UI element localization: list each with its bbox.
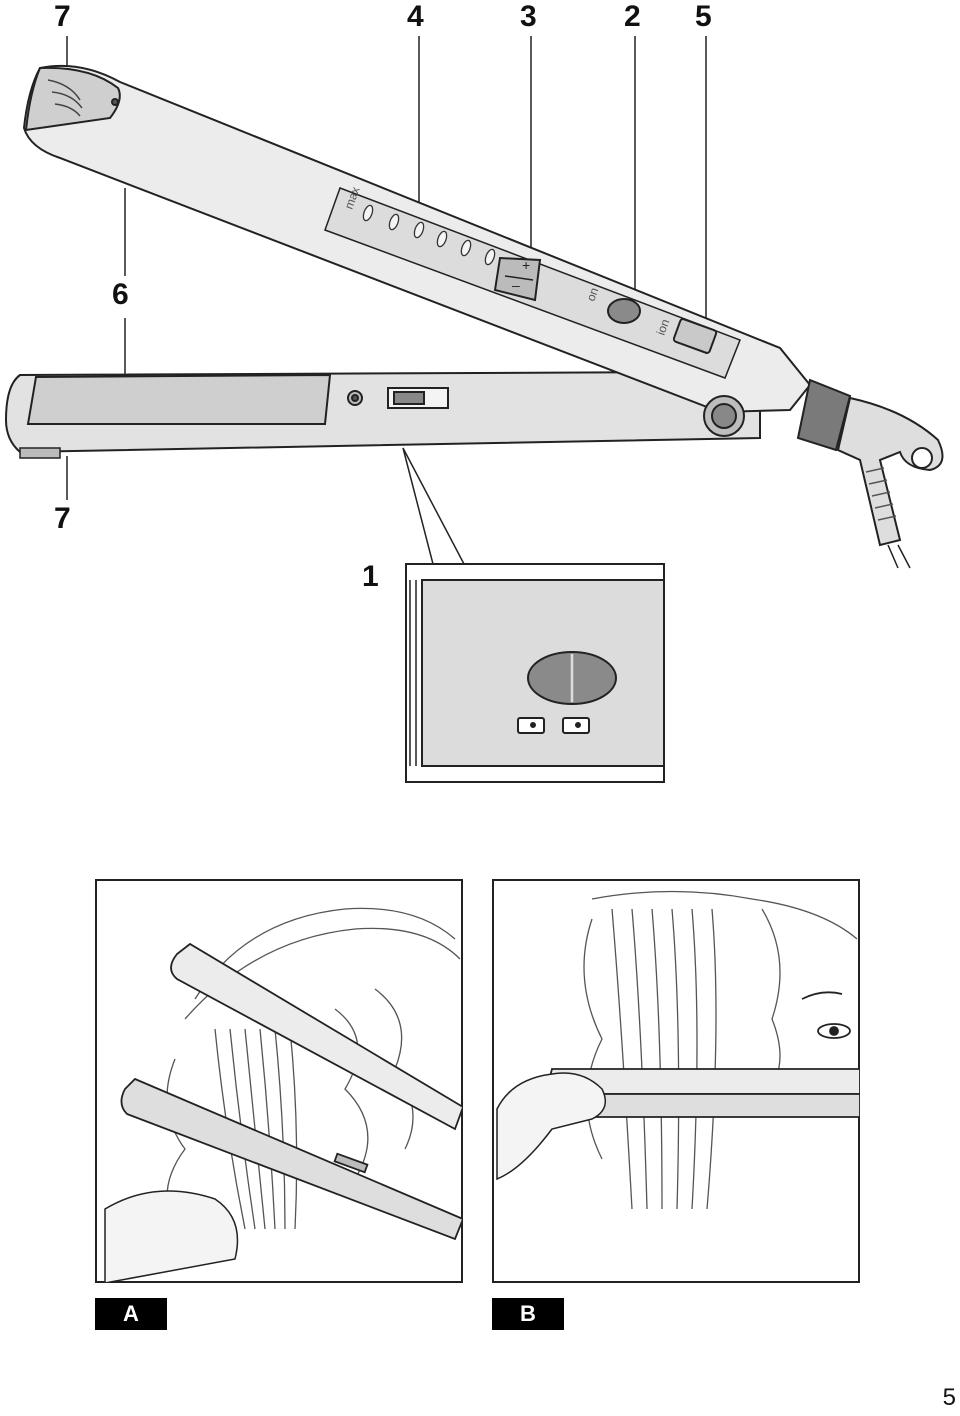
hand-a <box>104 1190 239 1283</box>
on-label: on <box>584 286 602 303</box>
callout-6: 6 <box>112 278 129 311</box>
straightener-a <box>120 942 463 1241</box>
callout-5: 5 <box>695 0 712 33</box>
hair-straightener-diagram: max on ion + – <box>4 36 944 783</box>
callout-7-top: 7 <box>54 0 71 33</box>
panel-label-a: A <box>95 1298 167 1330</box>
plus-label: + <box>522 257 530 273</box>
on-switch <box>607 298 641 324</box>
locked-icon <box>517 717 545 734</box>
panel-a-illustration <box>95 879 463 1283</box>
temperature-rocker <box>493 256 542 302</box>
callout-1: 1 <box>362 560 379 593</box>
hand-b <box>496 1072 607 1181</box>
upper-arm <box>22 64 944 569</box>
lower-arm <box>4 370 761 459</box>
minus-label: – <box>512 277 520 293</box>
ion-label: ion <box>654 317 673 337</box>
panel-b-illustration <box>492 879 860 1283</box>
callout-3: 3 <box>520 0 537 33</box>
callout-7-bottom: 7 <box>54 502 71 535</box>
lock-switch-inset <box>405 563 665 783</box>
page-number: 5 <box>942 1384 956 1411</box>
callout-2: 2 <box>624 0 641 33</box>
callout-4: 4 <box>407 0 424 33</box>
face-b <box>801 991 851 1039</box>
leader-lines <box>66 36 707 565</box>
unlocked-icon <box>562 717 590 734</box>
cord-sleeve <box>836 396 944 547</box>
panel-label-b: B <box>492 1298 564 1330</box>
straightener-b <box>547 1068 860 1118</box>
heat-level-leds <box>362 204 496 266</box>
ion-button <box>672 318 718 354</box>
swivel-collar <box>796 378 852 452</box>
